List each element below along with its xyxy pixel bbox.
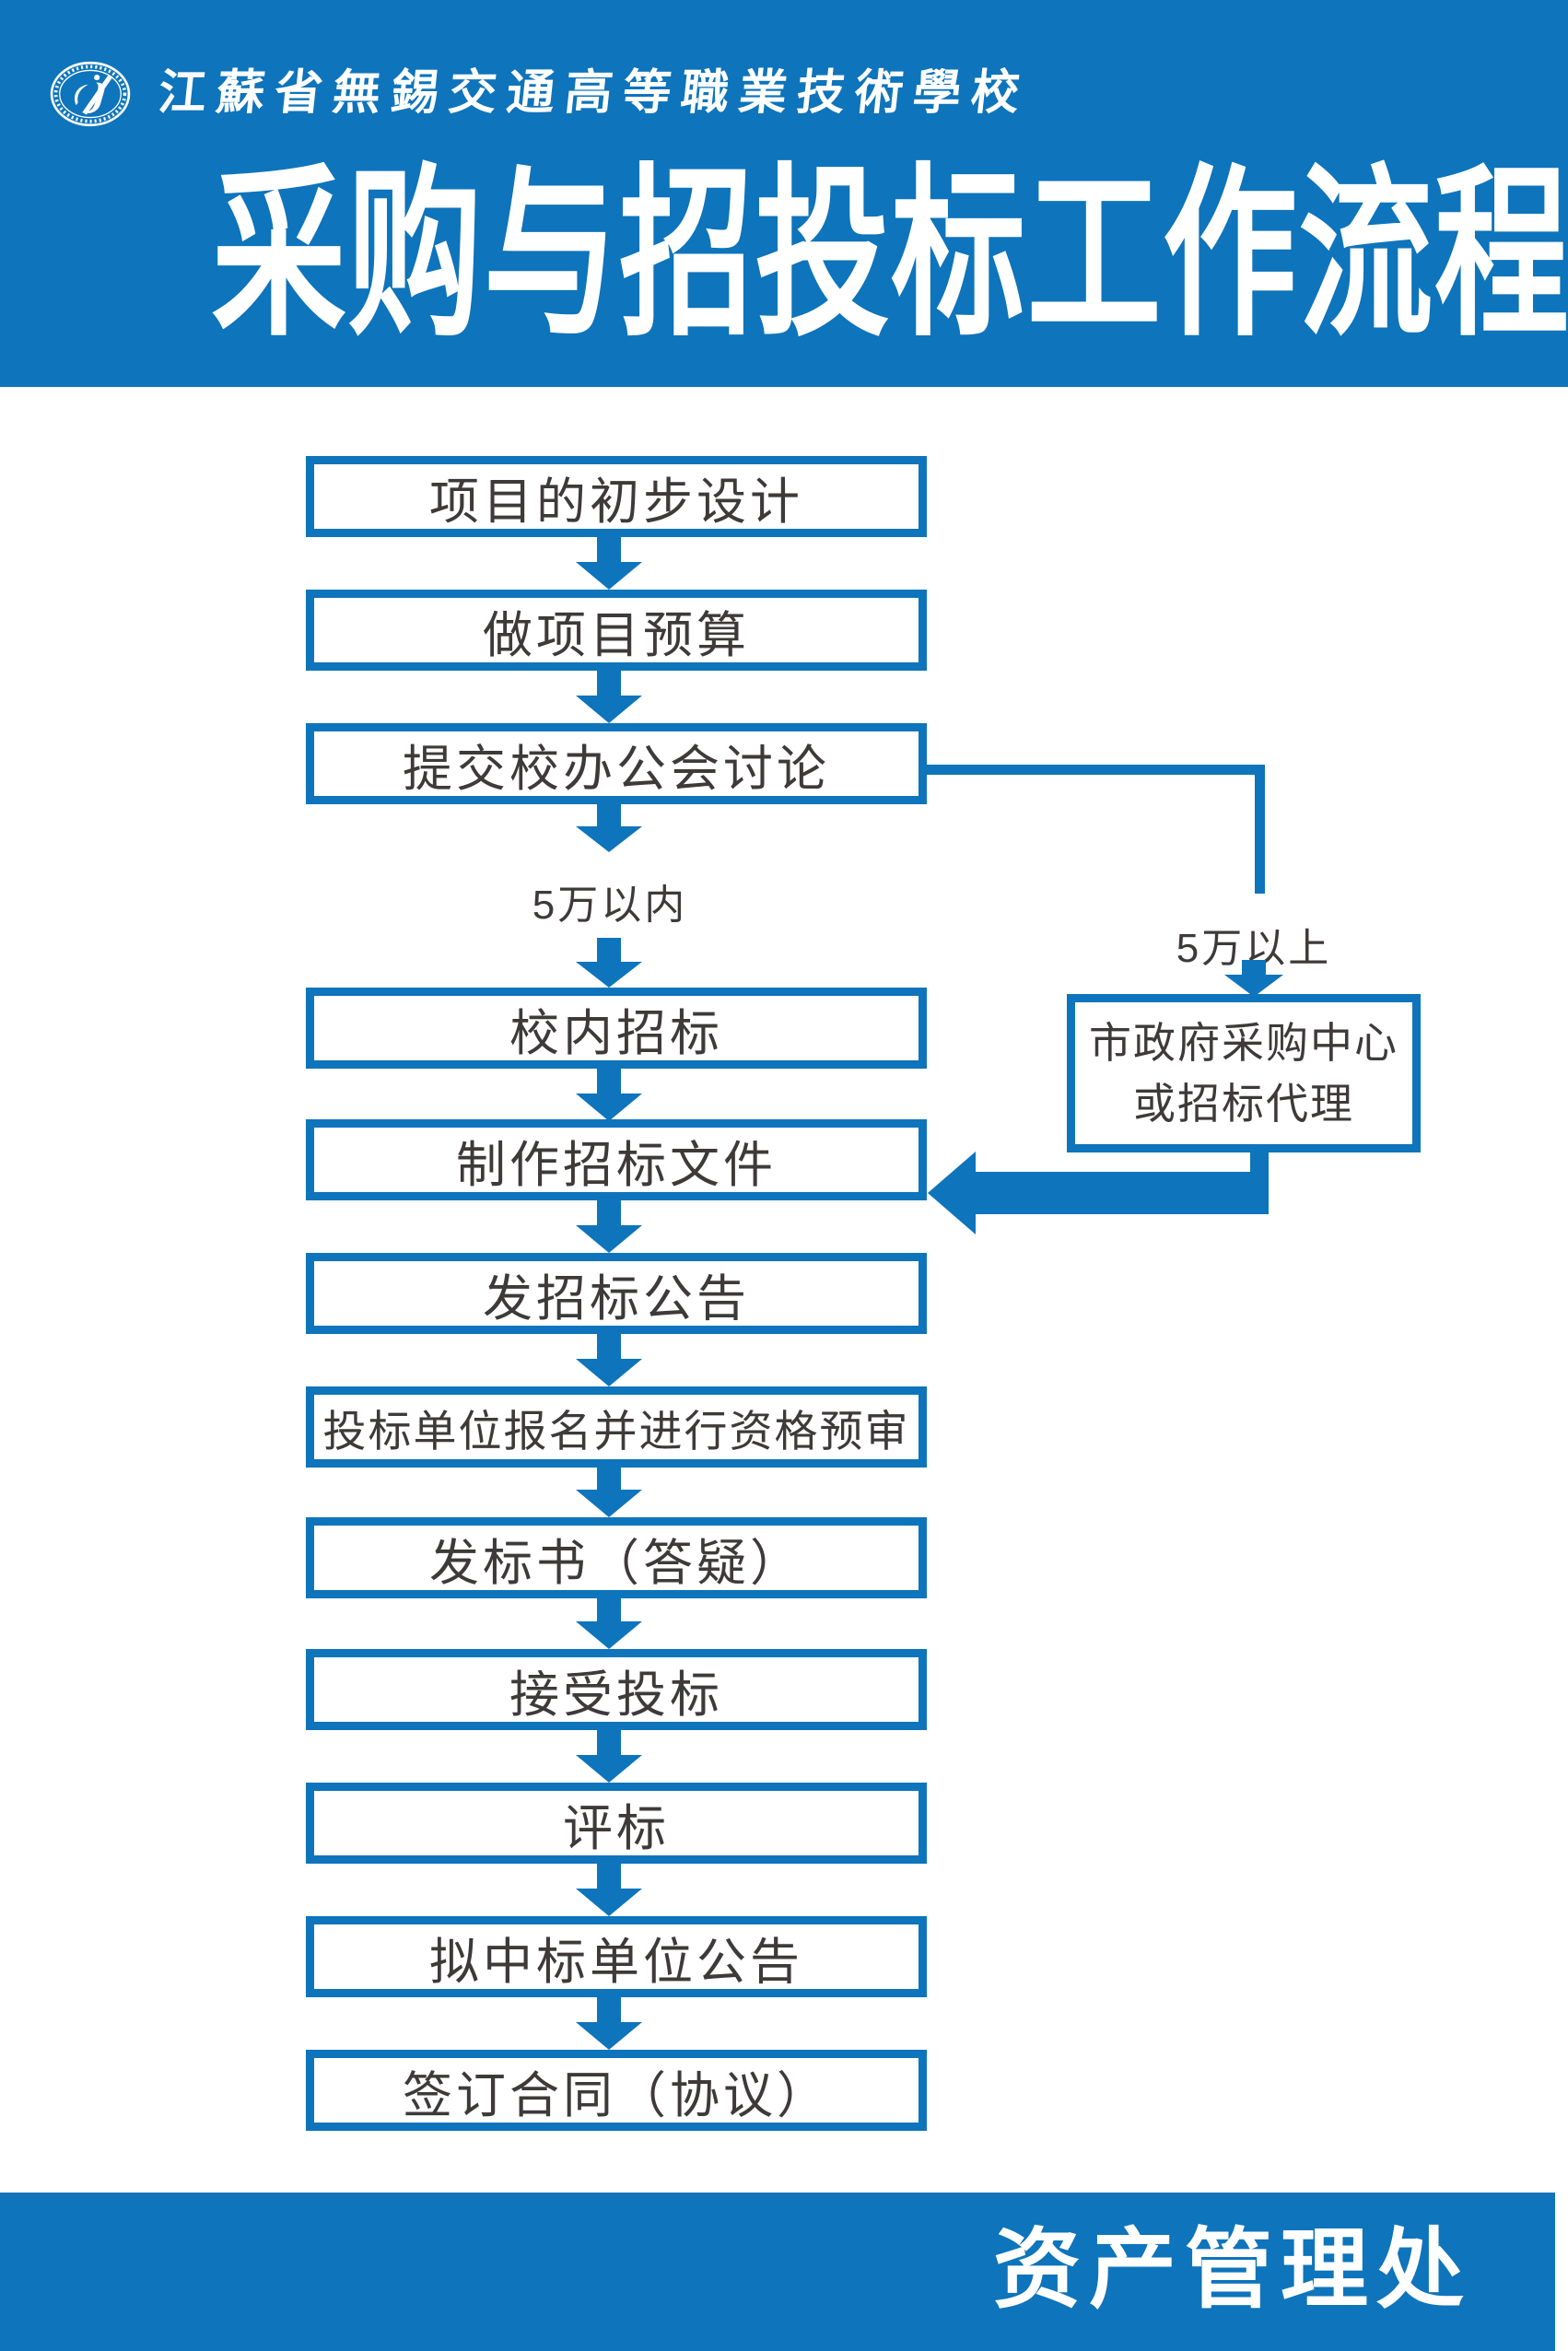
arrow-down-2 xyxy=(576,671,642,723)
step-3-label: 提交校办公会讨论 xyxy=(403,741,830,797)
step-9-label: 接受投标 xyxy=(509,1667,723,1723)
arrow-down-8 xyxy=(576,1468,642,1517)
arrow-down-right-branch xyxy=(1224,960,1283,997)
step-12-label: 签订合同（协议） xyxy=(403,2067,830,2123)
step-8-label: 发标书（答疑） xyxy=(429,1535,803,1591)
arrow-down-9 xyxy=(576,1598,642,1649)
side-box-line2: 或招标代理 xyxy=(1133,1080,1354,1128)
arrow-down-12 xyxy=(576,1997,642,2050)
school-name: 江蘇省無錫交通高等職業技術學校 xyxy=(156,67,1033,120)
arrow-down-5 xyxy=(576,1069,642,1121)
branch-connector-vertical xyxy=(1255,765,1265,894)
step-10-label: 评标 xyxy=(563,1800,670,1856)
footer-band: 资产管理处 xyxy=(0,2193,1555,2351)
step-11-winner-announcement: 拟中标单位公告 xyxy=(306,1916,927,1997)
arrow-down-11 xyxy=(576,1864,642,1916)
step-11-label: 拟中标单位公告 xyxy=(429,1934,803,1990)
side-box-gov-procurement-center: 市政府采购中心 或招标代理 xyxy=(1067,994,1421,1152)
side-box-line1: 市政府采购中心 xyxy=(1089,1019,1398,1067)
arrow-down-3 xyxy=(576,804,642,852)
arrow-down-1 xyxy=(576,537,642,590)
step-1-preliminary-design: 项目的初步设计 xyxy=(306,456,927,537)
poster-title: 采购与招投标工作流程图 xyxy=(211,152,1568,357)
arrow-down-4 xyxy=(576,938,642,988)
footer-department: 资产管理处 xyxy=(992,2221,1472,2319)
step-8-issue-tender-qa: 发标书（答疑） xyxy=(306,1517,927,1598)
step-3-school-meeting: 提交校办公会讨论 xyxy=(306,723,927,804)
branch-label-under-50k: 5万以内 xyxy=(532,883,688,928)
header-band: 江蘇省無錫交通高等職業技術學校 采购与招投标工作流程图 xyxy=(0,0,1568,387)
merge-arrow-bar xyxy=(972,1172,1269,1214)
step-2-label: 做项目预算 xyxy=(483,607,750,663)
merge-arrow-left-head xyxy=(928,1152,976,1234)
step-5-label: 制作招标文件 xyxy=(456,1137,777,1193)
step-12-sign-contract: 签订合同（协议） xyxy=(306,2050,927,2131)
arrow-down-7 xyxy=(576,1334,642,1386)
step-1-label: 项目的初步设计 xyxy=(429,474,803,530)
side-box-bottom-stem xyxy=(1250,1151,1269,1176)
step-7-registration-prequalification: 投标单位报名并进行资格预审 xyxy=(306,1386,927,1468)
step-2-budget: 做项目预算 xyxy=(306,590,927,671)
arrow-down-10 xyxy=(576,1730,642,1783)
school-logo-seal-icon xyxy=(50,61,131,127)
branch-connector-horizontal xyxy=(926,765,1265,775)
step-7-label: 投标单位报名并进行资格预审 xyxy=(322,1406,910,1456)
arrow-down-6 xyxy=(576,1200,642,1253)
step-10-bid-evaluation: 评标 xyxy=(306,1783,927,1864)
step-5-prepare-bid-documents: 制作招标文件 xyxy=(306,1119,927,1200)
step-4-internal-bidding: 校内招标 xyxy=(306,988,927,1069)
step-9-accept-bids: 接受投标 xyxy=(306,1649,927,1730)
step-4-label: 校内招标 xyxy=(509,1005,723,1061)
step-6-label: 发招标公告 xyxy=(483,1270,750,1327)
step-6-bid-announcement: 发招标公告 xyxy=(306,1253,927,1334)
